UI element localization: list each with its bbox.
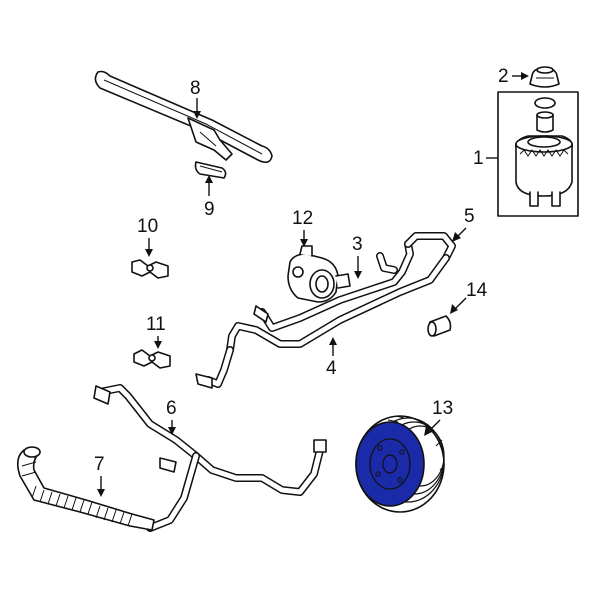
callout-label-14: 14 [466, 280, 488, 301]
callout-label-13: 13 [432, 398, 453, 419]
part-11-clamp[interactable] [133, 349, 171, 369]
callout-label-5: 5 [464, 206, 475, 227]
part-13-pulley[interactable] [355, 415, 445, 513]
callout-label-11: 11 [146, 314, 166, 335]
part-4-return-line[interactable] [195, 254, 450, 389]
part-9-insulator[interactable] [194, 161, 227, 179]
callout-13: 13 [424, 398, 453, 436]
callout-11: 11 [146, 314, 166, 349]
part-5-return-hose[interactable] [404, 232, 456, 262]
callout-2: 2 [498, 66, 529, 87]
part-1-reservoir-box[interactable] [497, 91, 579, 217]
callout-14: 14 [450, 280, 488, 314]
callout-label-9: 9 [204, 199, 215, 220]
part-14-fitting[interactable] [427, 315, 452, 337]
callout-7: 7 [94, 454, 105, 497]
part-10-clamp[interactable] [131, 259, 169, 279]
callout-3: 3 [352, 234, 363, 279]
callout-8: 8 [190, 78, 201, 119]
pulley-face [355, 421, 425, 507]
callout-label-8: 8 [190, 78, 201, 99]
callout-12: 12 [292, 208, 313, 247]
part-7-cooler-hose[interactable] [16, 446, 155, 531]
part-3-pressure-hose[interactable] [253, 240, 414, 332]
callout-label-3: 3 [352, 234, 363, 255]
callout-label-1: 1 [473, 148, 484, 169]
callout-label-6: 6 [166, 398, 177, 419]
part-2-cap[interactable] [529, 66, 560, 88]
callout-4: 4 [326, 337, 337, 379]
callout-label-12: 12 [292, 208, 313, 229]
callout-10: 10 [137, 216, 158, 257]
part-6-cooler-line[interactable] [93, 384, 327, 532]
callout-6: 6 [166, 398, 177, 435]
callout-label-10: 10 [137, 216, 158, 237]
part-8-bracket[interactable] [94, 70, 273, 164]
callout-9: 9 [204, 175, 215, 220]
part-12-pump[interactable] [287, 245, 351, 303]
callout-1: 1 [473, 148, 498, 169]
callout-label-4: 4 [326, 358, 337, 379]
callout-label-7: 7 [94, 454, 105, 475]
callout-5: 5 [452, 206, 475, 242]
callout-label-2: 2 [498, 66, 509, 87]
